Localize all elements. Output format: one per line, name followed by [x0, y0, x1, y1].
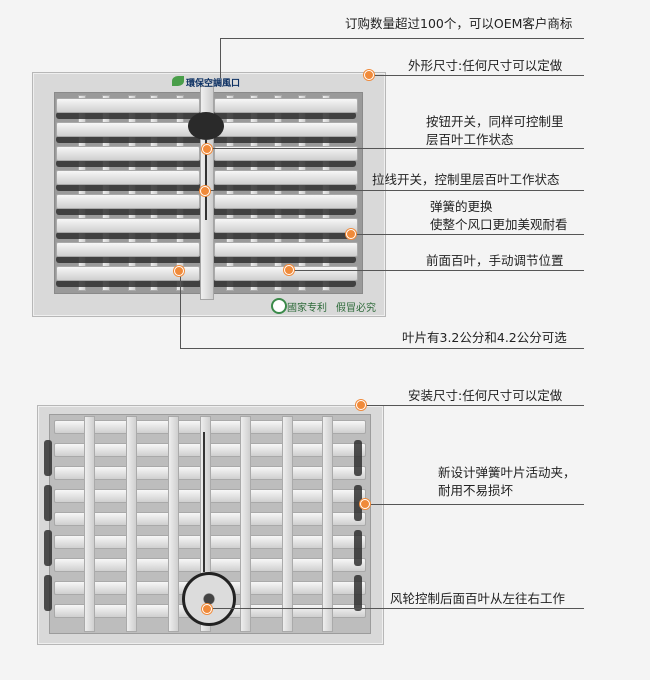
front-louver-slat — [56, 266, 200, 281]
leader-line — [208, 608, 584, 609]
spring-clip-left — [44, 530, 52, 566]
rear-vertical-blade — [84, 416, 95, 632]
front-louver-slat — [56, 98, 200, 113]
marker-dot — [360, 499, 370, 509]
leader-line — [180, 271, 181, 348]
front-louver-slat — [56, 170, 200, 185]
annotation-install-size: 安装尺寸:任何尺寸可以定做 — [408, 388, 563, 403]
front-louver-slat — [214, 218, 358, 233]
spring-clip-right — [354, 485, 362, 521]
inner-louver-bar — [226, 95, 234, 291]
leader-line — [220, 38, 584, 39]
inner-louver-bar — [274, 95, 282, 291]
rear-vertical-blade — [282, 416, 293, 632]
inner-louver-bar — [78, 95, 86, 291]
button-switch — [188, 112, 224, 140]
leader-line — [362, 405, 584, 406]
spring-clip-left — [44, 575, 52, 611]
annotation-spring-1: 弹簧的更换 — [430, 199, 493, 214]
inner-louver-bar — [298, 95, 306, 291]
front-louver-slat — [56, 242, 200, 257]
annotation-oem: 订购数量超过100个，可以OEM客户商标 — [345, 16, 573, 31]
marker-dot — [202, 604, 212, 614]
front-louver-slat — [56, 122, 200, 137]
leader-line — [366, 504, 584, 505]
annotation-spring-clip-1: 新设计弹簧叶片活动夹， — [438, 465, 576, 480]
patent-badge-icon — [271, 298, 287, 314]
leader-line — [370, 75, 584, 76]
inner-louver-bar — [150, 95, 158, 291]
spring-clip-left — [44, 440, 52, 476]
spring-clip-right — [354, 575, 362, 611]
rear-vertical-blade — [200, 416, 211, 632]
spring-clip-right — [354, 440, 362, 476]
marker-dot — [356, 400, 366, 410]
rear-vertical-blade — [322, 416, 333, 632]
front-louver-slat — [214, 194, 358, 209]
fan-wheel-icon — [182, 572, 236, 626]
marker-dot — [346, 229, 356, 239]
annotation-front-louver: 前面百叶，手动调节位置 — [426, 253, 564, 268]
annotation-blade-size: 叶片有3.2公分和4.2公分可选 — [402, 330, 567, 345]
product-logo: 環保空調風口 — [186, 79, 241, 89]
leader-line — [180, 348, 584, 349]
pull-cord — [205, 140, 207, 220]
marker-dot — [200, 186, 210, 196]
annotation-fan-wheel: 风轮控制后面百叶从左往右工作 — [390, 591, 566, 606]
leader-line — [290, 270, 584, 271]
front-louver-slat — [214, 146, 358, 161]
marker-dot — [364, 70, 374, 80]
patent-badge-right: 假冒必究 — [336, 303, 376, 314]
front-louver-slat — [214, 122, 358, 137]
rear-vertical-blade — [126, 416, 137, 632]
leader-line — [208, 148, 584, 149]
fan-rod — [203, 432, 205, 572]
front-louver-slat — [56, 146, 200, 161]
annotation-spring-2: 使整个风口更加美观耐看 — [430, 217, 568, 232]
leader-line — [220, 38, 221, 78]
inner-louver-bar — [322, 95, 330, 291]
front-louver-slat — [56, 218, 200, 233]
leader-line — [206, 190, 584, 191]
patent-badge-left: 國家专利 — [287, 303, 327, 314]
spring-clip-right — [354, 530, 362, 566]
marker-dot — [174, 266, 184, 276]
front-louver-slat — [56, 194, 200, 209]
annotation-pull-switch: 拉线开关，控制里层百叶工作状态 — [372, 172, 560, 187]
inner-louver-bar — [128, 95, 136, 291]
leader-line — [352, 234, 584, 235]
marker-dot — [284, 265, 294, 275]
annotation-spring-clip-2: 耐用不易损坏 — [438, 483, 514, 498]
inner-louver-bar — [250, 95, 258, 291]
front-louver-slat — [214, 242, 358, 257]
spring-clip-left — [44, 485, 52, 521]
annotation-button-switch-1: 按钮开关，同样可控制里 — [426, 114, 564, 129]
rear-vertical-blade — [168, 416, 179, 632]
annotation-button-switch-2: 层百叶工作状态 — [426, 132, 514, 147]
annotation-outer-size: 外形尺寸:任何尺寸可以定做 — [408, 58, 563, 73]
marker-dot — [202, 144, 212, 154]
product-logo-icon — [172, 76, 184, 86]
front-louver-slat — [214, 170, 358, 185]
front-louver-slat — [214, 98, 358, 113]
inner-louver-bar — [102, 95, 110, 291]
rear-vertical-blade — [240, 416, 251, 632]
